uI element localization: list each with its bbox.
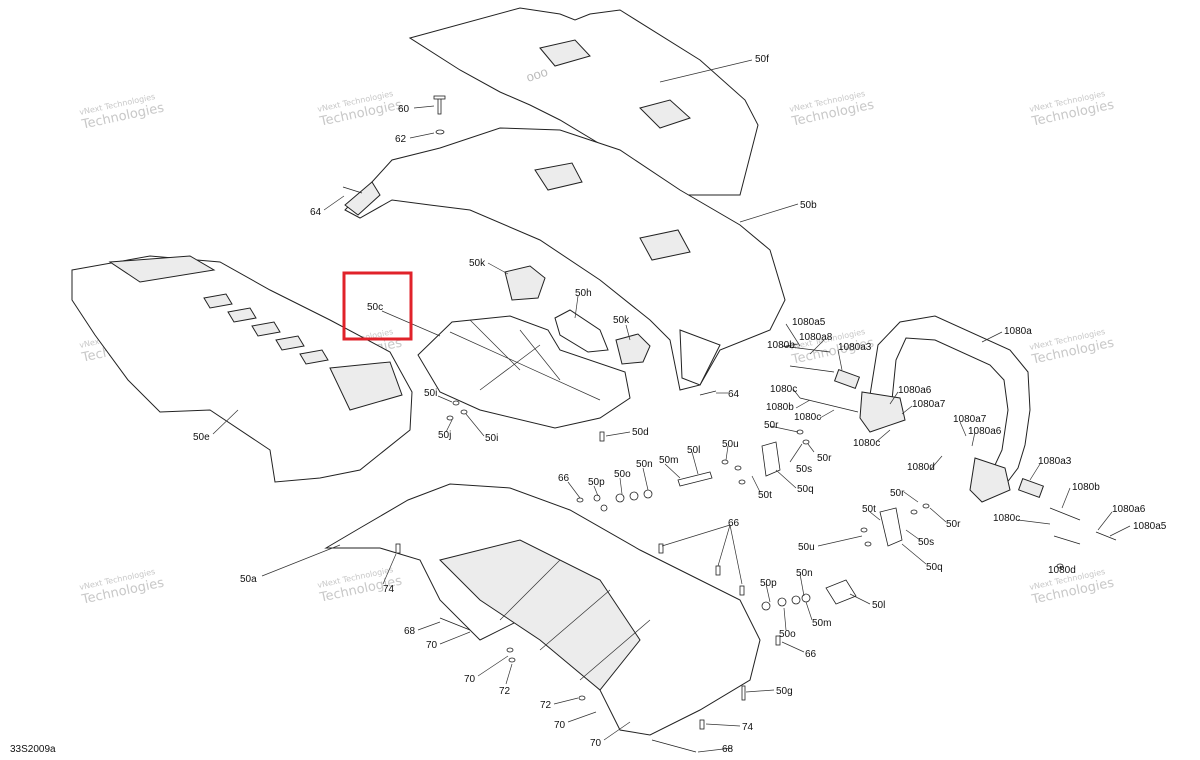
callout-label: 50s [918,537,934,548]
callout-label: 1080a [1004,326,1032,337]
callout-label: 50g [776,686,793,697]
diagram-code: 33S2009a [10,744,56,755]
callout-label: 72 [540,700,552,711]
callout-label: 66 [805,649,817,660]
callout-label: 50a [240,574,257,585]
callout-label: 50q [797,484,814,495]
callout-label: 50k [613,315,630,326]
callout-label: 50e [193,432,210,443]
callout-label: 50k [469,258,486,269]
callout-label: 68 [722,744,734,755]
callout-label: 68 [404,626,416,637]
callout-label: 50t [862,504,876,515]
callout-label: 66 [728,518,740,529]
callout-label: 50n [796,568,813,579]
callout-label: 62 [395,134,407,145]
callout-label: 1080a3 [838,342,872,353]
callout-label: 64 [728,389,740,400]
callout-label: 50q [926,562,943,573]
callout-label-50c: 50c [367,302,383,313]
callout-label: 1080a6 [968,426,1002,437]
callout-label: 50p [760,578,777,589]
callout-label: 1080b [766,402,794,413]
highlight-box-50c [342,271,413,341]
callout-label: 50t [758,490,772,501]
callout-label: 50m [812,618,831,629]
callout-label: 70 [590,738,602,749]
callout-label: 1080d [907,462,935,473]
part-50h-bracket [554,309,609,353]
callout-label: 1080a8 [799,332,833,343]
part-50a-lower-tray [324,483,761,736]
callout-label: 1080a6 [1112,504,1146,515]
callout-label: 1080b [767,340,795,351]
callout-leader-lines [212,59,1131,753]
callout-label: 50o [614,469,631,480]
part-50e-storage-panel [71,255,413,483]
part-50c-support-plate [417,315,631,429]
callout-label: 50l [687,445,700,456]
callout-label: 1080a7 [912,399,946,410]
part-50k-bracket-2 [615,333,651,365]
part-50k-bracket [504,265,546,301]
callout-label: 50m [659,455,678,466]
hardware-fasteners [342,95,1117,753]
callout-label: 74 [383,584,395,595]
callout-label: 1080a5 [1133,521,1167,532]
callout-label: 70 [426,640,438,651]
callout-label: 1080c [770,384,797,395]
callout-label: 50i [424,388,437,399]
callout-label: 60 [398,104,410,115]
callout-label: 1080c [853,438,880,449]
callout-label: 50s [796,464,812,475]
callout-label: 50r [817,453,832,464]
callout-label: 50f [755,54,769,65]
callout-label: 70 [464,674,476,685]
part-1080a-grab-bar [833,315,1045,503]
callout-label: 1080a3 [1038,456,1072,467]
callout-label: 64 [310,207,322,218]
callout-label: 1080c [993,513,1020,524]
callout-label: 74 [742,722,754,733]
callout-label: 1080c [794,412,821,423]
callout-label: 50r [890,488,905,499]
callout-label: 1080a6 [898,385,932,396]
callout-label: 50u [722,439,739,450]
callout-label: 1080d [1048,565,1076,576]
part-50b-rack-deck [344,127,786,391]
callout-label: 50b [800,200,817,211]
callout-label: 66 [558,473,570,484]
callout-labels: 50f 60 62 64 50b 50k 50c 50h 50k 50e 50i… [193,54,1167,755]
callout-label: 50j [438,430,451,441]
callout-label: 50u [798,542,815,553]
callout-label: 1080a5 [792,317,826,328]
callout-label: 50h [575,288,592,299]
callout-label: 50n [636,459,653,470]
callout-label: 50i [485,433,498,444]
callout-label: 72 [499,686,511,697]
part-50f-top-mat: ooo [408,7,759,196]
callout-label: 50l [872,600,885,611]
callout-label: 70 [554,720,566,731]
callout-label: 50r [764,420,779,431]
callout-label: 50d [632,427,649,438]
callout-label: 50o [779,629,796,640]
callout-label: 1080b [1072,482,1100,493]
callout-label: 50p [588,477,605,488]
mat-embossed-logo: ooo [524,64,549,85]
callout-label: 50r [946,519,961,530]
callout-label: 1080a7 [953,414,987,425]
